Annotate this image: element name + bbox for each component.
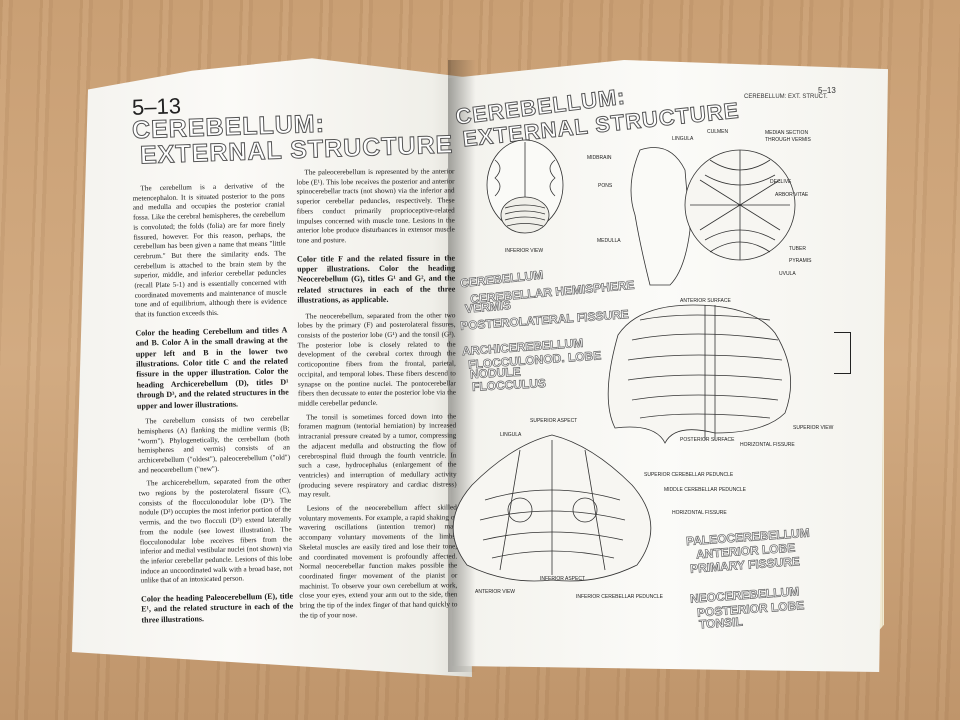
label-declive: DECLIVE bbox=[770, 179, 792, 185]
label-midbrain: MIDBRAIN bbox=[587, 155, 612, 161]
label-pyramis: PYRAMIS bbox=[789, 258, 812, 264]
label-culmen: CULMEN bbox=[707, 129, 729, 135]
book-gutter bbox=[448, 60, 476, 672]
anterior-view-drawing bbox=[452, 434, 652, 582]
label-median-section: MEDIAN SECTION bbox=[765, 130, 809, 136]
label-lingula-2: LINGULA bbox=[500, 432, 522, 438]
label-superior-aspect: SUPERIOR ASPECT bbox=[530, 418, 578, 424]
label-anterior-surface: ANTERIOR SURFACE bbox=[680, 298, 731, 304]
label-middle-peduncle: MIDDLE CEREBELLAR PEDUNCLE bbox=[664, 487, 746, 493]
label-pons: PONS bbox=[598, 183, 613, 189]
superior-view-drawing bbox=[607, 304, 791, 444]
label-anterior-view: ANTERIOR VIEW bbox=[475, 589, 516, 595]
label-inferior-aspect: INFERIOR ASPECT bbox=[540, 576, 586, 582]
label-inferior-peduncle: INFERIOR CEREBELLAR PEDUNCLE bbox=[576, 594, 663, 600]
label-lingula: LINGULA bbox=[672, 136, 694, 142]
right-plate-number: 5–13 bbox=[818, 86, 836, 95]
label-uvula: UVULA bbox=[779, 271, 796, 277]
median-section-drawing bbox=[630, 147, 796, 286]
label-superior-peduncle: SUPERIOR CEREBELLAR PEDUNCLE bbox=[644, 472, 734, 478]
label-medulla: MEDULLA bbox=[597, 238, 621, 244]
label-tuber: TUBER bbox=[789, 246, 806, 252]
label-posterior-surface: POSTERIOR SURFACE bbox=[680, 437, 735, 443]
label-horizontal-fissure-2: HORIZONTAL FISSURE bbox=[672, 510, 727, 516]
left-page bbox=[72, 58, 472, 677]
label-horizontal-fissure: HORIZONTAL FISSURE bbox=[740, 442, 795, 448]
page-tab-marker bbox=[834, 332, 851, 374]
label-inferior-view: INFERIOR VIEW bbox=[505, 248, 544, 254]
label-through-vermis: THROUGH VERMIS bbox=[765, 137, 811, 143]
running-head: CEREBELLUM: EXT. STRUCT. bbox=[744, 94, 828, 100]
label-arbor-vitae: ARBOR VITAE bbox=[775, 192, 809, 198]
label-superior-view: SUPERIOR VIEW bbox=[793, 425, 834, 431]
brain-inferior-view-drawing bbox=[486, 139, 564, 234]
